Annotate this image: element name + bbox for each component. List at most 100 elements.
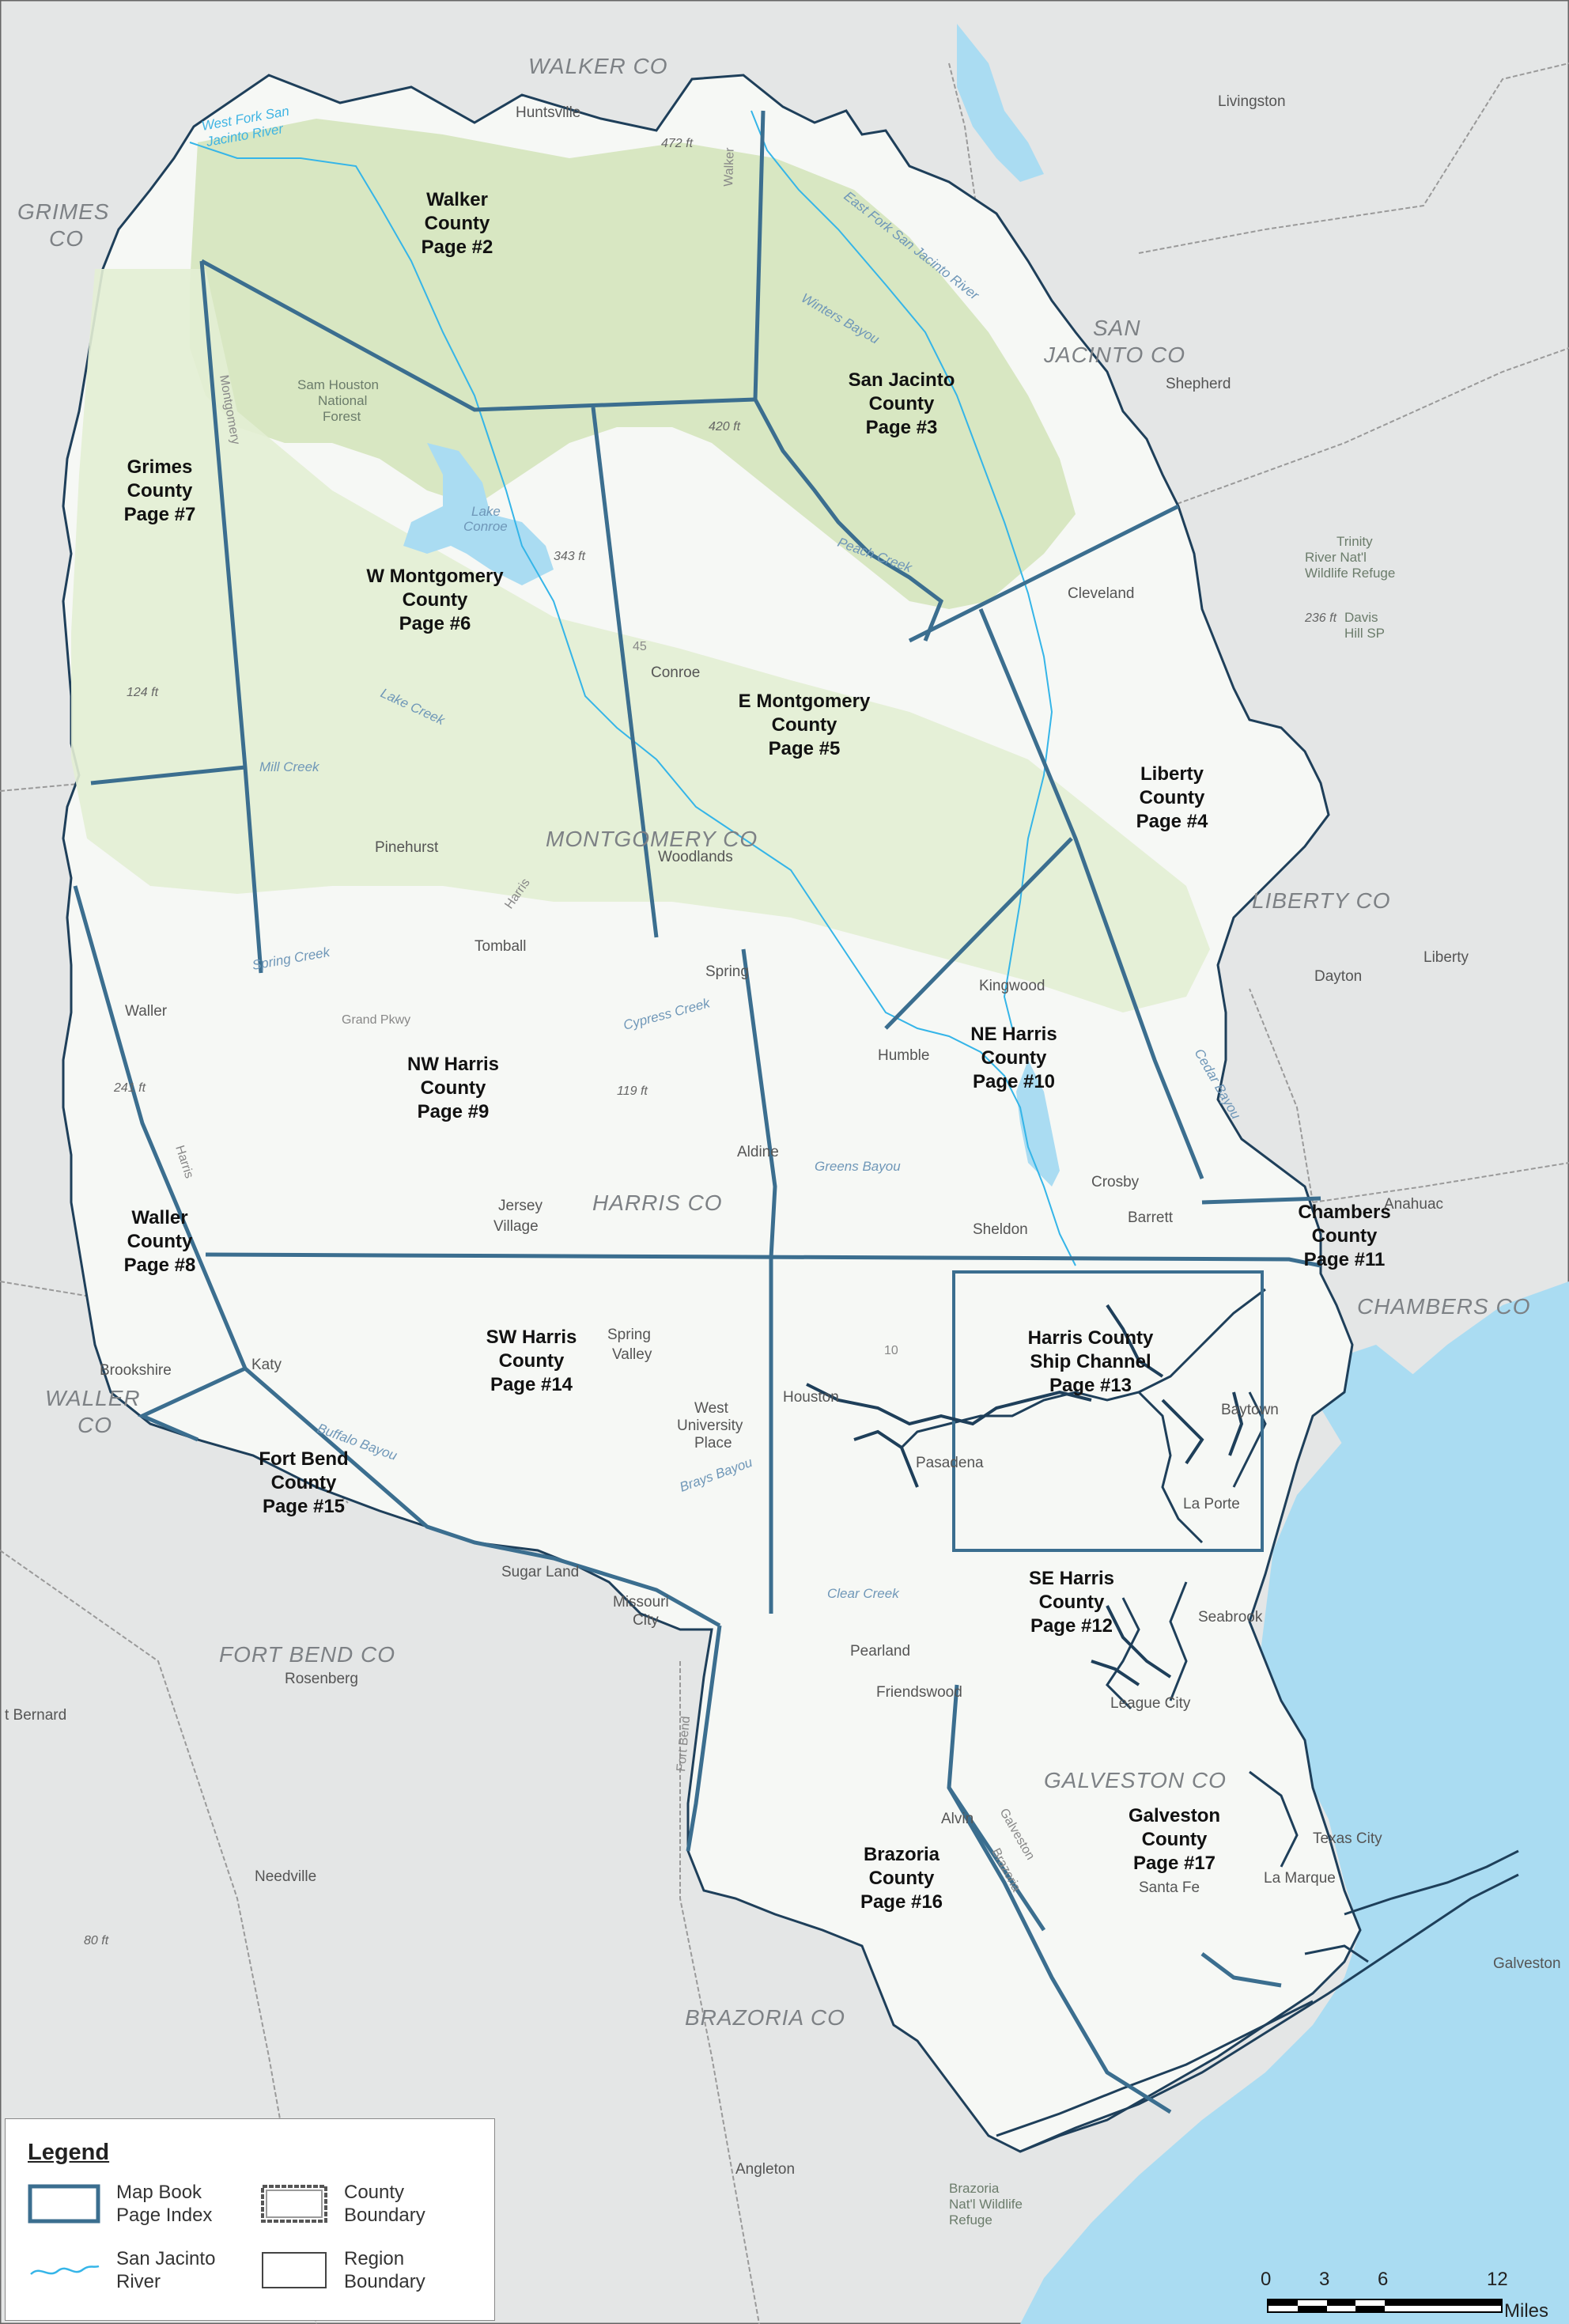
feature-brazoria-refuge: Brazoria (949, 2181, 1000, 2196)
county-label-grimes: GRIMES (17, 199, 109, 224)
svg-text:343 ft: 343 ft (554, 550, 586, 563)
place-aldine: Aldine (737, 1144, 779, 1160)
place-crosby: Crosby (1091, 1174, 1140, 1190)
svg-text:Fort Bend: Fort Bend (259, 1448, 348, 1470)
svg-text:NE Harris: NE Harris (970, 1024, 1057, 1045)
svg-text:Page #9: Page #9 (418, 1101, 490, 1122)
label-mill-creek: Mill Creek (259, 759, 320, 774)
county-label-harris: HARRIS CO (592, 1190, 723, 1215)
place-jersey-village: Jersey (498, 1198, 543, 1214)
svg-text:San Jacinto: San Jacinto (849, 369, 955, 391)
page-label-10: NE Harris County Page #10 (970, 1024, 1057, 1092)
svg-text:County: County (772, 714, 837, 736)
svg-text:Page #11: Page #11 (1304, 1249, 1386, 1270)
svg-text:420 ft: 420 ft (709, 420, 741, 433)
place-humble: Humble (878, 1047, 929, 1064)
place-league-city: League City (1110, 1695, 1191, 1712)
page-label-2: Walker County Page #2 (422, 189, 493, 258)
place-houston: Houston (783, 1389, 839, 1406)
svg-text:County: County (1140, 787, 1205, 808)
place-spring-valley: Spring (607, 1327, 651, 1343)
svg-text:Page #10: Page #10 (973, 1071, 1055, 1092)
label-greens-bayou: Greens Bayou (815, 1159, 901, 1174)
county-label-san-jacinto-line2: JACINTO CO (1043, 343, 1185, 367)
place-west-university-line3: Place (694, 1435, 732, 1452)
page-label-6: W Montgomery County Page #6 (366, 566, 504, 634)
place-labels: Huntsville Livingston Shepherd Cleveland… (5, 93, 1561, 2178)
svg-text:Chambers: Chambers (1298, 1202, 1390, 1223)
place-liberty: Liberty (1423, 949, 1469, 966)
county-label-walker: WALKER CO (528, 54, 668, 78)
svg-text:County: County (127, 1231, 193, 1252)
svg-text:County: County (421, 1077, 486, 1099)
page-label-11: Chambers County Page #11 (1298, 1202, 1390, 1270)
svg-text:Page #16: Page #16 (860, 1891, 943, 1913)
place-waller: Waller (125, 1003, 168, 1020)
place-galveston: Galveston (1493, 1955, 1561, 1972)
svg-text:County: County (1142, 1829, 1208, 1850)
place-conroe: Conroe (651, 664, 700, 681)
svg-text:Page #15: Page #15 (263, 1496, 345, 1517)
page-label-17: Galveston County Page #17 (1129, 1805, 1220, 1874)
road-walker: Walker (722, 147, 737, 187)
place-santa-fe: Santa Fe (1139, 1879, 1200, 1896)
svg-text:Refuge: Refuge (949, 2212, 992, 2227)
forest-light-area (71, 269, 1210, 1012)
svg-text:County: County (869, 393, 935, 414)
svg-text:Forest: Forest (323, 409, 361, 424)
svg-text:County: County (499, 1350, 565, 1372)
road-fort-bend: Fort Bend (675, 1716, 693, 1772)
scale-bar: 0 3 6 12 Miles (1257, 2269, 1569, 2324)
coastline (900, 1288, 1519, 2153)
svg-text:County: County (271, 1472, 337, 1493)
place-kingwood: Kingwood (979, 978, 1045, 994)
svg-text:NW Harris: NW Harris (407, 1054, 499, 1075)
place-seabrook: Seabrook (1198, 1609, 1263, 1626)
svg-text:Ship Channel: Ship Channel (1030, 1351, 1151, 1372)
page-label-9: NW Harris County Page #9 (407, 1054, 499, 1122)
county-label-grimes-line2: CO (49, 226, 84, 251)
place-sugar-land: Sugar Land (501, 1564, 579, 1580)
place-east-bernard: t Bernard (5, 1707, 66, 1724)
place-tomball: Tomball (474, 938, 526, 955)
place-spring: Spring (705, 963, 749, 980)
place-pinehurst: Pinehurst (375, 839, 439, 856)
svg-text:Page #4: Page #4 (1136, 811, 1208, 832)
legend-item-page-index: Map Book Page Index (28, 2181, 235, 2227)
place-anahuac: Anahuac (1384, 1196, 1443, 1213)
svg-text:Hill SP: Hill SP (1344, 626, 1385, 641)
page-index-swatch-icon (28, 2184, 100, 2224)
page-label-16: Brazoria County Page #16 (860, 1844, 943, 1913)
svg-text:Nat'l Wildlife: Nat'l Wildlife (949, 2197, 1023, 2212)
svg-text:236 ft: 236 ft (1304, 611, 1337, 625)
svg-text:Liberty: Liberty (1140, 763, 1204, 785)
svg-text:County: County (869, 1868, 935, 1889)
svg-text:Page #5: Page #5 (769, 738, 841, 759)
county-label-san-jacinto: SAN (1093, 316, 1141, 340)
svg-text:Wildlife Refuge: Wildlife Refuge (1305, 566, 1395, 581)
county-label-chambers: CHAMBERS CO (1357, 1294, 1530, 1319)
place-shepherd: Shepherd (1166, 376, 1231, 392)
svg-text:241 ft: 241 ft (113, 1081, 146, 1095)
svg-text:Page #2: Page #2 (422, 237, 493, 258)
page-label-3: San Jacinto County Page #3 (849, 369, 955, 438)
county-boundary-swatch-icon (261, 2185, 327, 2223)
county-label-galveston: GALVESTON CO (1044, 1768, 1227, 1792)
svg-text:Page #6: Page #6 (399, 613, 471, 634)
page-label-15: Fort Bend County Page #15 (259, 1448, 348, 1517)
feature-davis-hill: Davis (1344, 610, 1378, 625)
svg-text:Waller: Waller (131, 1207, 187, 1228)
page-label-14: SW Harris County Page #14 (486, 1327, 577, 1395)
svg-text:County: County (127, 480, 193, 502)
page-label-7: Grimes County Page #7 (124, 456, 196, 525)
svg-text:County: County (1039, 1592, 1105, 1613)
place-angleton: Angleton (735, 2161, 795, 2178)
legend-item-region-boundary: Region Boundary (260, 2247, 463, 2293)
place-missouri-city-line2: City (633, 1612, 659, 1629)
place-livingston: Livingston (1218, 93, 1286, 110)
county-label-montgomery: MONTGOMERY CO (546, 827, 758, 851)
place-sheldon: Sheldon (973, 1221, 1028, 1238)
legend-item-county-boundary: County Boundary (260, 2181, 463, 2227)
